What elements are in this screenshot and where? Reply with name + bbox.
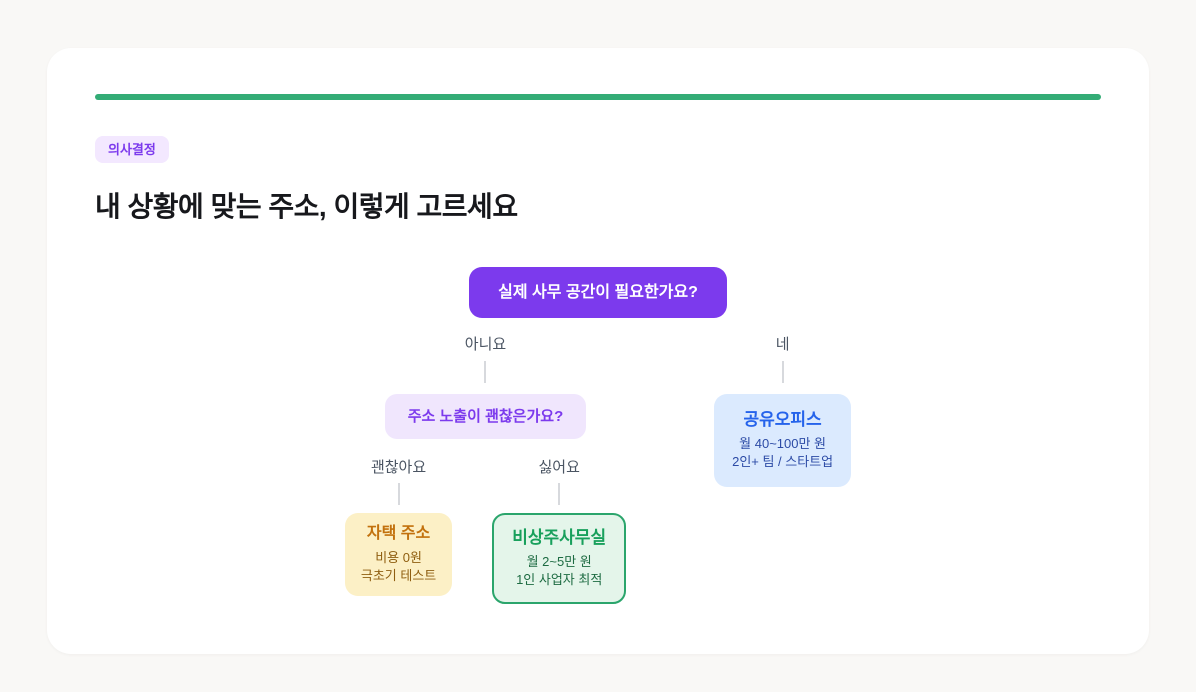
result-title: 비상주사무실 xyxy=(512,528,607,547)
connector-line xyxy=(558,483,561,505)
sub-branches: 괜찮아요 자택 주소 비용 0원 극초기 테스트 싫어요 비상주사무실 xyxy=(344,439,627,604)
branch-no: 아니요 주소 노출이 괜찮은가요? 괜찮아요 자택 주소 비용 0원 극초기 테… xyxy=(344,318,627,604)
answer-label-dislike: 싫어요 xyxy=(538,459,580,476)
result-detail: 2인+ 팀 / 스타트업 xyxy=(732,454,834,469)
result-node-virtual-office: 비상주사무실 월 2~5만 원 1인 사업자 최적 xyxy=(492,513,627,604)
result-detail: 극초기 테스트 xyxy=(360,568,437,583)
result-node-home-address: 자택 주소 비용 0원 극초기 테스트 xyxy=(344,513,453,596)
answer-label-no: 아니요 xyxy=(464,336,507,353)
category-badge: 의사결정 xyxy=(95,136,169,163)
question-node-address-exposure: 주소 노출이 괜찮은가요? xyxy=(384,394,587,439)
result-detail: 월 40~100만 원 xyxy=(739,436,827,451)
result-title: 공유오피스 xyxy=(743,410,822,429)
accent-bar xyxy=(95,94,1101,100)
connector-line xyxy=(781,361,784,383)
page-title: 내 상황에 맞는 주소, 이렇게 고르세요 xyxy=(95,191,518,222)
decision-tree: 실제 사무 공간이 필요한가요? 아니요 주소 노출이 괜찮은가요? 괜찮아요 … xyxy=(95,267,1101,604)
content-card: 의사결정 내 상황에 맞는 주소, 이렇게 고르세요 실제 사무 공간이 필요한… xyxy=(47,48,1149,654)
branch-yes: 네 공유오피스 월 40~100만 원 2인+ 팀 / 스타트업 xyxy=(714,318,852,487)
answer-label-yes: 네 xyxy=(775,336,790,353)
connector-line xyxy=(397,483,400,505)
sub-branch-dislike: 싫어요 비상주사무실 월 2~5만 원 1인 사업자 최적 xyxy=(492,439,627,604)
result-detail: 월 2~5만 원 xyxy=(526,554,592,569)
root-question-node: 실제 사무 공간이 필요한가요? xyxy=(469,267,727,318)
result-title: 자택 주소 xyxy=(366,525,431,542)
result-detail: 1인 사업자 최적 xyxy=(516,572,603,587)
sub-branch-ok: 괜찮아요 자택 주소 비용 0원 극초기 테스트 xyxy=(344,439,453,596)
result-detail: 비용 0원 xyxy=(375,550,422,565)
answer-label-ok: 괜찮아요 xyxy=(370,459,427,476)
result-node-shared-office: 공유오피스 월 40~100만 원 2인+ 팀 / 스타트업 xyxy=(714,394,852,487)
connector-line xyxy=(484,361,487,383)
tree-branches: 아니요 주소 노출이 괜찮은가요? 괜찮아요 자택 주소 비용 0원 극초기 테… xyxy=(344,318,852,604)
